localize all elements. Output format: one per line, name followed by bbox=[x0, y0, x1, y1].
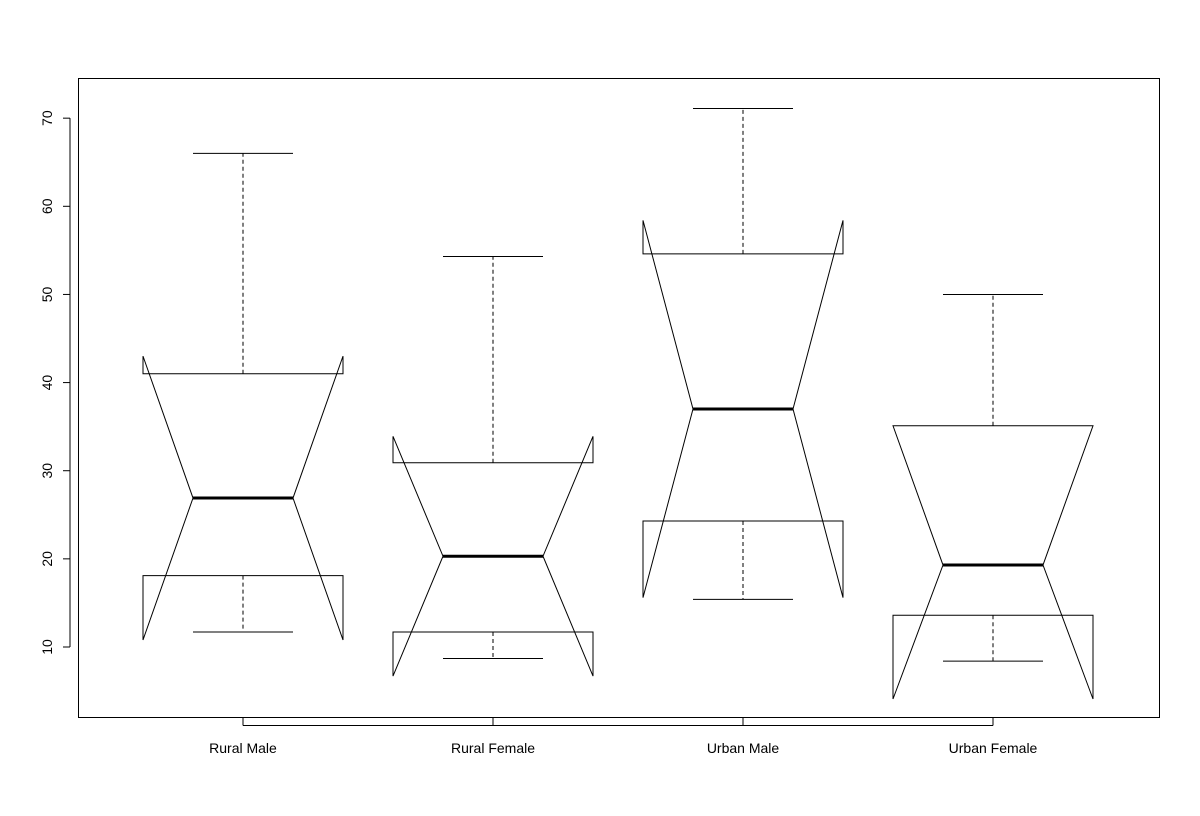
box-group bbox=[392, 256, 594, 677]
y-tick-label: 70 bbox=[39, 110, 55, 126]
box-group bbox=[892, 293, 1094, 700]
boxes-layer bbox=[142, 107, 1094, 700]
x-tick-label: Urban Female bbox=[949, 740, 1038, 756]
y-tick-label: 10 bbox=[39, 639, 55, 655]
box-body bbox=[392, 436, 594, 677]
box-group bbox=[642, 107, 844, 600]
y-tick-label: 20 bbox=[39, 551, 55, 567]
box-body bbox=[892, 425, 1094, 700]
x-axis: Rural Male Rural Female Urban Male Urban Fe… bbox=[209, 717, 1038, 756]
y-tick-label: 50 bbox=[39, 286, 55, 302]
y-axis: 10 20 30 40 50 60 70 bbox=[39, 110, 71, 655]
x-tick-label: Rural Male bbox=[209, 740, 277, 756]
box-body bbox=[142, 355, 344, 641]
box-group bbox=[142, 152, 344, 641]
plot-frame bbox=[78, 78, 1160, 718]
box-body bbox=[642, 220, 844, 598]
y-tick-label: 40 bbox=[39, 375, 55, 391]
y-tick-label: 30 bbox=[39, 463, 55, 479]
y-tick-label: 60 bbox=[39, 198, 55, 214]
x-tick-label: Rural Female bbox=[451, 740, 535, 756]
x-tick-label: Urban Male bbox=[707, 740, 780, 756]
